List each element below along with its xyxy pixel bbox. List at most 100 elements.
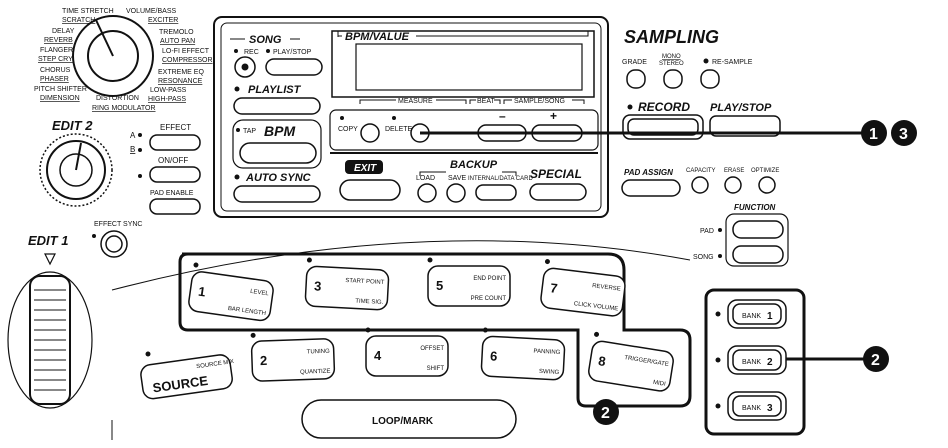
pad-5-button[interactable] xyxy=(427,265,511,307)
loop-mark-label: LOOP/MARK xyxy=(372,416,434,427)
edit2-a-label: A xyxy=(130,131,136,140)
fx-label-resonance: RESONANCE xyxy=(158,78,203,85)
bank-3-number: 3 xyxy=(767,403,773,414)
song-play-stop-button[interactable] xyxy=(265,58,323,76)
internal-data-card-label: INTERNAL/DATA CARD xyxy=(468,176,533,182)
bank-3-button[interactable] xyxy=(732,395,782,417)
playlist-button[interactable] xyxy=(233,97,321,115)
bank-1-button[interactable] xyxy=(732,303,782,325)
sample-song-label: SAMPLE/SONG xyxy=(514,98,565,105)
resample-button[interactable] xyxy=(700,69,720,89)
pad-7-number: 7 xyxy=(549,280,558,296)
pad-6-button[interactable] xyxy=(480,335,566,381)
callout-2-banks xyxy=(863,346,889,372)
fx-label-flanger: FLANGER xyxy=(40,47,73,54)
function-song-button[interactable] xyxy=(732,245,784,264)
loop-mark-button[interactable] xyxy=(301,399,517,439)
pad-7-button[interactable] xyxy=(540,267,626,317)
bank-1-number: 1 xyxy=(767,311,773,322)
sampling-play-stop-label: PLAY/STOP xyxy=(710,102,772,114)
pad-5-top-label: END POINT xyxy=(473,276,506,282)
internal-data-card-button[interactable] xyxy=(475,184,517,201)
sampling-title: SAMPLING xyxy=(624,27,719,47)
bpm-tap-button[interactable] xyxy=(239,142,317,164)
callout-3 xyxy=(891,120,917,146)
pad-8-button[interactable] xyxy=(587,340,674,392)
backup-title: BACKUP xyxy=(450,159,498,171)
on-off-button[interactable] xyxy=(149,166,201,183)
special-label: SPECIAL xyxy=(530,167,582,181)
edit2-title: EDIT 2 xyxy=(52,118,93,133)
function-title: FUNCTION xyxy=(734,203,776,212)
pad-area-arc xyxy=(111,240,691,291)
pad-2-top-label: TUNING xyxy=(307,349,331,356)
effect-button[interactable] xyxy=(149,134,201,151)
pad-5-number: 5 xyxy=(436,278,443,293)
fx-label-exciter: EXCITER xyxy=(148,17,178,24)
pad-3-button[interactable] xyxy=(304,265,390,311)
function-pad-label: PAD xyxy=(700,228,714,235)
pad-4-bottom-label: SHIFT xyxy=(427,366,445,372)
mono-stereo-button[interactable] xyxy=(663,69,683,89)
optimize-button[interactable] xyxy=(758,176,776,194)
source-button[interactable]: SOURCE MIX SOURCE xyxy=(140,353,238,400)
auto-sync-button[interactable] xyxy=(233,185,321,203)
special-button[interactable] xyxy=(529,183,587,201)
song-section: SONG REC PLAY/STOP xyxy=(230,34,323,78)
effects-dial: TIME STRETCH SCRATCH VOLUME/BASS EXCITER… xyxy=(34,8,213,112)
pad-4-button[interactable] xyxy=(365,335,449,377)
fx-label-auto-pan: AUTO PAN xyxy=(160,38,195,45)
resample-label: RE-SAMPLE xyxy=(712,59,753,66)
mono-label: MONO xyxy=(662,54,681,60)
save-button[interactable] xyxy=(446,183,466,203)
pad-2-button[interactable] xyxy=(250,338,336,382)
erase-button[interactable] xyxy=(724,176,742,194)
fx-label-distortion: DISTORTION xyxy=(96,95,139,102)
beat-label: BEAT xyxy=(477,98,495,105)
on-off-label: ON/OFF xyxy=(158,156,188,165)
pad-enable-button[interactable] xyxy=(149,198,201,215)
pad-1-button[interactable] xyxy=(188,271,275,322)
bank-2-button[interactable] xyxy=(732,349,782,371)
capacity-button[interactable] xyxy=(691,176,709,194)
record-button[interactable] xyxy=(627,118,699,136)
auto-sync-title: AUTO SYNC xyxy=(245,172,312,184)
rec-label: REC xyxy=(244,49,259,56)
pad-3-number: 3 xyxy=(314,278,322,293)
edit2-knob[interactable] xyxy=(39,133,113,207)
pad-7-bottom-label: CLICK VOLUME xyxy=(573,301,618,312)
effect-sync-label: EFFECT SYNC xyxy=(94,221,143,228)
fx-label-low-pass: LOW-PASS xyxy=(150,87,187,94)
callout-1 xyxy=(861,120,887,146)
function-pad-button[interactable] xyxy=(732,220,784,239)
source-mix-label: SOURCE MIX xyxy=(196,359,234,370)
pad-3-top-label: START POINT xyxy=(345,278,385,286)
pad-1-number: 1 xyxy=(197,284,206,300)
delete-label: DELETE xyxy=(385,126,413,133)
copy-button[interactable] xyxy=(360,123,380,143)
edit1-title: EDIT 1 xyxy=(28,233,68,248)
load-button[interactable] xyxy=(417,183,437,203)
display-title: BPM/VALUE xyxy=(345,31,410,43)
minus-label: – xyxy=(499,109,506,123)
optimize-label: OPTIMIZE xyxy=(751,168,779,174)
fx-label-lo-fi-effect: LO-FI EFFECT xyxy=(162,48,210,55)
plus-label: + xyxy=(550,109,557,123)
capacity-label: CAPACITY xyxy=(686,168,716,174)
exit-button[interactable] xyxy=(339,179,401,201)
edit1-wheel[interactable] xyxy=(7,271,93,409)
record-label: RECORD xyxy=(638,100,690,114)
grade-button[interactable] xyxy=(626,69,646,89)
sampling-play-stop-button[interactable] xyxy=(709,115,781,137)
pad-assign-button[interactable] xyxy=(621,179,681,197)
